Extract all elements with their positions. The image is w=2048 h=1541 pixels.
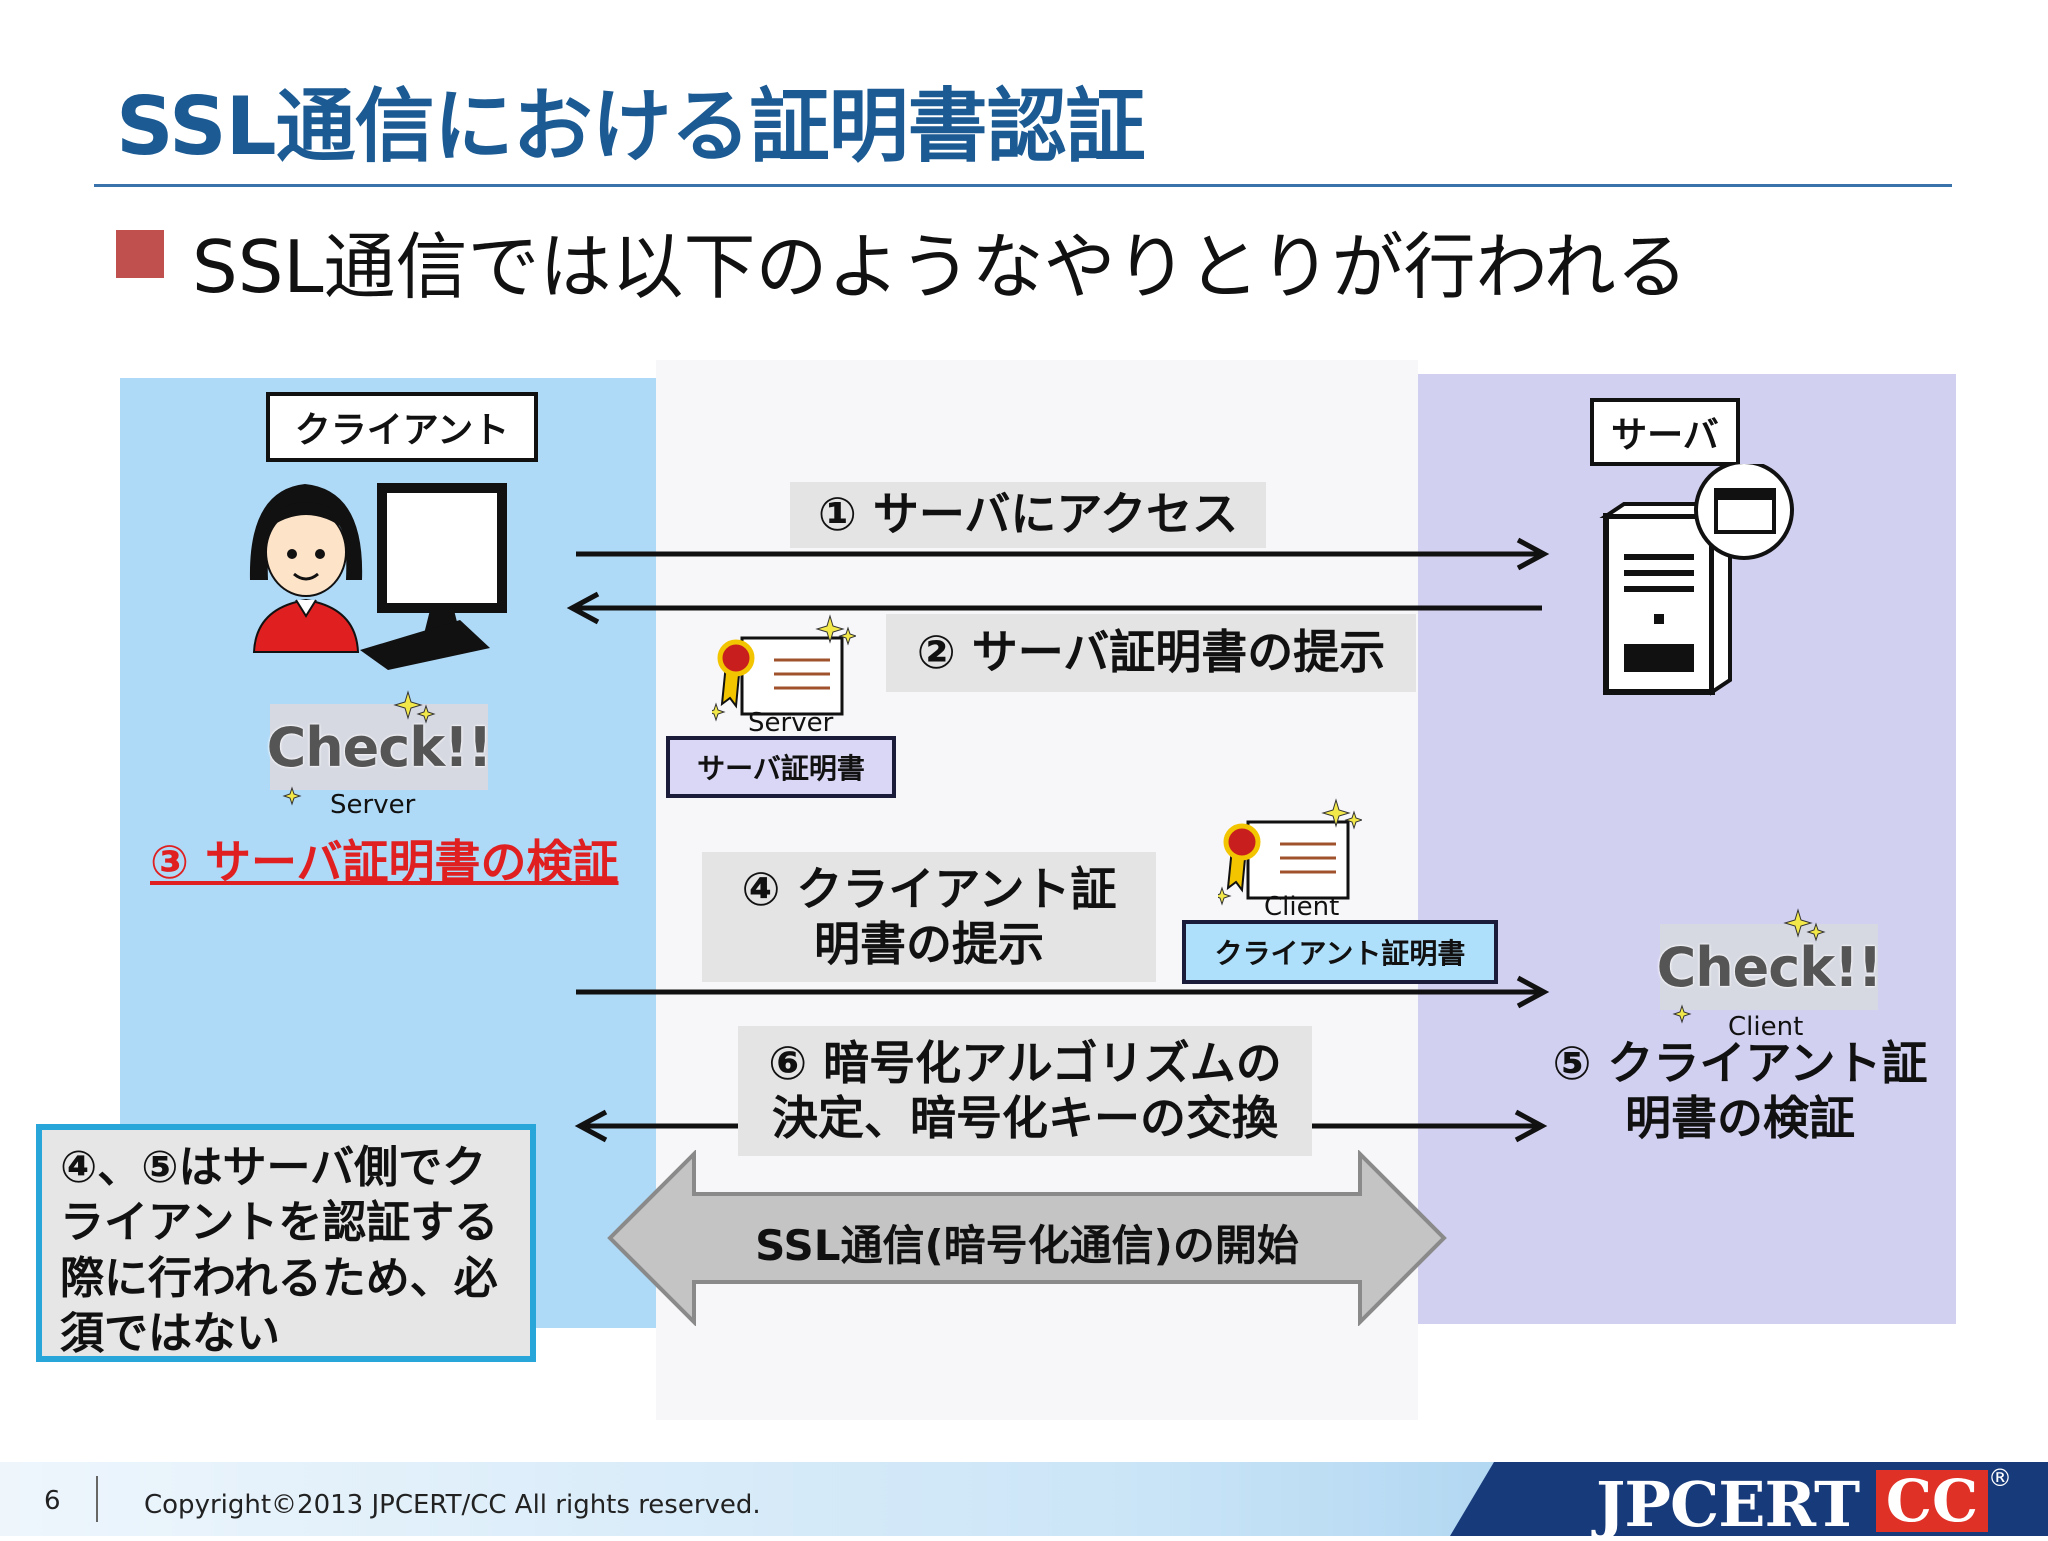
- client-check-caption: Server: [330, 790, 416, 820]
- step-5-label: ⑤ クライアント証 明書の検証: [1540, 1036, 1940, 1146]
- note-line-3: 際に行われるため、必: [60, 1252, 498, 1304]
- step-3-label: ③ サーバ証明書の検証: [150, 835, 619, 889]
- copyright-text: Copyright©2013 JPCERT/CC All rights rese…: [144, 1490, 761, 1520]
- step-4-line2: 明書の提示: [814, 917, 1044, 971]
- step-5-line2: 明書の検証: [1625, 1091, 1855, 1146]
- server-cert-caption: Server: [748, 708, 834, 738]
- footer-divider: [96, 1476, 98, 1522]
- step-5-line1: ⑤ クライアント証: [1552, 1036, 1928, 1090]
- server-check-badge: Check!!: [1657, 924, 1882, 1010]
- page-number: 6: [44, 1486, 61, 1516]
- server-label: サーバ: [1590, 398, 1740, 466]
- arrow-client-cert: [576, 975, 1550, 1009]
- registered-mark: ®: [1988, 1464, 2012, 1492]
- server-machine-icon: [1599, 464, 1794, 696]
- server-cert-label: サーバ証明書: [666, 736, 896, 798]
- jpcert-logo-text: JPCERT: [1596, 1468, 1860, 1541]
- step-1-label: ① サーバにアクセス: [790, 482, 1266, 548]
- client-cert-caption: Client: [1264, 892, 1340, 922]
- title-divider: [94, 184, 1952, 187]
- ssl-start-double-arrow: [607, 1150, 1447, 1326]
- client-check-sparkle-icon: [282, 690, 436, 806]
- bullet-square-icon: [116, 230, 164, 278]
- slide-title: SSL通信における証明書認証: [116, 80, 1146, 173]
- client-certificate-icon: [1218, 798, 1362, 906]
- step-6-label: ⑥ 暗号化アルゴリズムの 決定、暗号化キーの交換: [738, 1026, 1312, 1156]
- note-line-4: 須ではない: [60, 1308, 280, 1360]
- ssl-start-label: SSL通信(暗号化通信)の開始: [755, 1221, 1299, 1270]
- arrow-key-exchange: [574, 1109, 1548, 1143]
- server-certificate-icon: [712, 614, 856, 722]
- arrow-server-cert: [566, 591, 1542, 625]
- bullet-text: SSL通信では以下のようなやりとりが行われる: [192, 225, 1688, 309]
- note-line-1: ④、⑤はサーバ側でク: [60, 1142, 487, 1193]
- server-check-sparkle-icon: [1672, 908, 1826, 1024]
- server-check-caption: Client: [1728, 1012, 1804, 1042]
- arrow-access: [576, 537, 1550, 571]
- step-6-line2: 決定、暗号化キーの交換: [772, 1091, 1278, 1145]
- note-line-2: ライアントを認証する: [60, 1197, 499, 1249]
- client-label: クライアント: [266, 392, 538, 462]
- step-2-label: ② サーバ証明書の提示: [886, 614, 1416, 692]
- step-4-line1: ④ クライアント証: [741, 861, 1117, 916]
- client-check-badge: Check!!: [267, 704, 492, 790]
- step-4-label: ④ クライアント証 明書の提示: [702, 852, 1156, 982]
- client-cert-label: クライアント証明書: [1182, 920, 1498, 984]
- step-6-line1: ⑥ 暗号化アルゴリズムの: [768, 1035, 1282, 1090]
- client-person-pc-icon: [249, 483, 507, 670]
- jpcert-logo-cc: CC: [1876, 1467, 1988, 1535]
- note-box: ④、⑤はサーバ側でク ライアントを認証する 際に行われるため、必 須ではない: [36, 1124, 536, 1362]
